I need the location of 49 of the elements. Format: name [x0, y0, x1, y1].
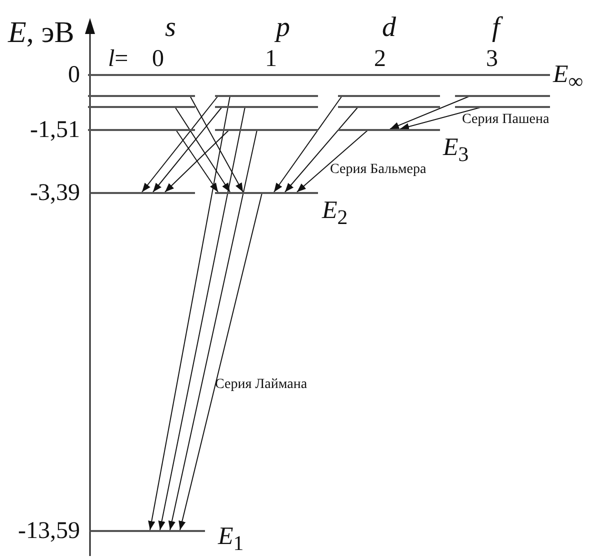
energy-level-line — [215, 95, 318, 97]
energy-level-line — [90, 530, 205, 532]
tick-label: -3,39 — [30, 181, 80, 205]
level-label: E$_{2}$ — [322, 198, 348, 228]
tick-label: -13,59 — [18, 519, 80, 543]
tick-label: -1,51 — [30, 118, 80, 142]
quantum-number: 2 — [374, 47, 386, 71]
energy-level-line — [455, 95, 550, 97]
transition-arrow — [152, 106, 222, 192]
energy-level-line — [338, 95, 440, 97]
transition-arrow — [158, 106, 246, 530]
transition-arrow — [284, 106, 358, 192]
series-label: Серия Лаймана — [215, 378, 308, 392]
energy-level-line — [88, 129, 195, 131]
transition-arrow — [190, 96, 244, 192]
energy-level-line — [88, 95, 195, 97]
energy-level-line — [88, 74, 550, 76]
energy-level-line — [90, 192, 195, 194]
transition-arrow — [174, 106, 230, 192]
level-label: E$_{∞}$ — [553, 62, 584, 92]
transition-arrow — [390, 96, 470, 130]
transition-arrow — [296, 130, 368, 192]
transition-arrow — [274, 96, 342, 192]
series-label: Серия Бальмера — [330, 163, 426, 177]
energy-level-line — [338, 129, 440, 131]
orbital-letter: d — [382, 14, 396, 42]
axis-title: E, эВ — [8, 18, 74, 48]
level-label: E$_{1}$ — [218, 524, 244, 554]
transition-arrow — [142, 96, 218, 192]
energy-level-line — [88, 106, 195, 108]
energy-level-line — [215, 106, 318, 108]
tick-label: 0 — [68, 63, 80, 87]
series-label: Серия Пашена — [462, 113, 550, 127]
orbital-letter: p — [276, 14, 290, 42]
quantum-number: 1 — [265, 47, 277, 71]
transition-arrow — [164, 130, 230, 192]
quantum-number-label: l= — [108, 47, 128, 71]
transition-arrow — [168, 130, 258, 530]
energy-level-line — [455, 106, 550, 108]
energy-level-line — [338, 106, 440, 108]
transition-arrow — [178, 192, 262, 530]
transition-arrow — [176, 130, 218, 192]
orbital-letter: s — [165, 14, 176, 42]
transition-arrow — [148, 96, 230, 530]
energy-level-line — [215, 192, 318, 194]
quantum-number: 3 — [486, 47, 498, 71]
level-label: E$_{3}$ — [443, 135, 469, 165]
energy-level-line — [215, 129, 318, 131]
quantum-number: 0 — [152, 47, 164, 71]
